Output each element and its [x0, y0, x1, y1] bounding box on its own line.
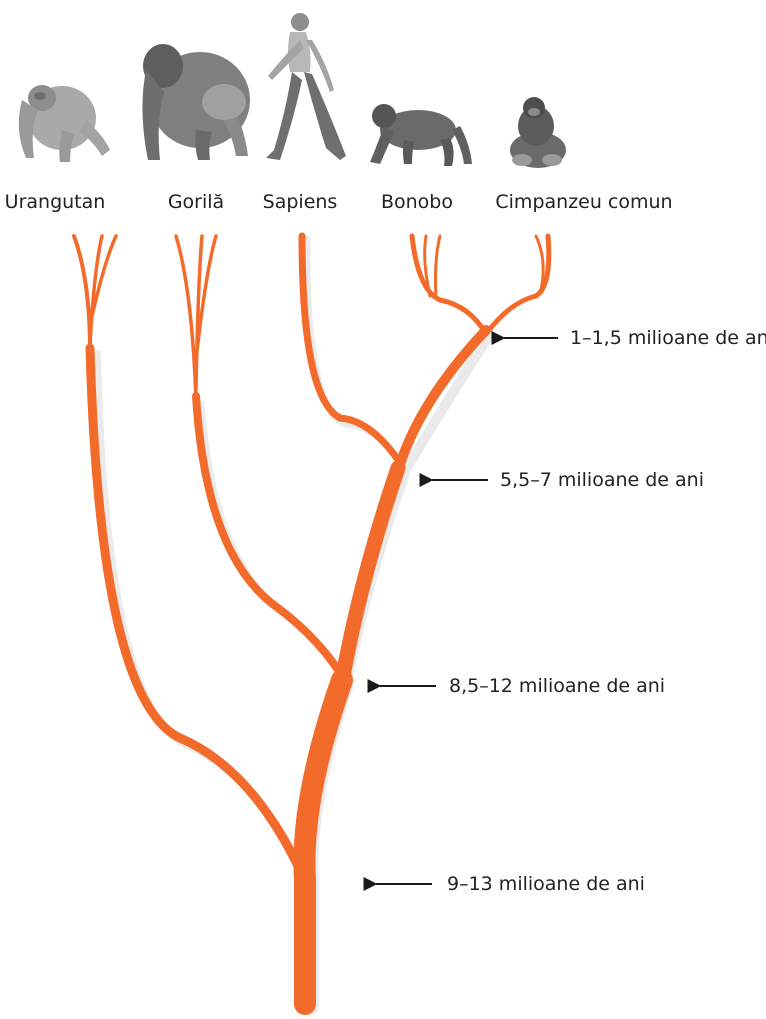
branch-gorila-tip-1: [176, 236, 196, 400]
branch-gorila: [196, 396, 342, 676]
orangutan-illustration: [19, 85, 110, 162]
gorilla-illustration: [142, 44, 250, 160]
branch-urangutan-tip-2: [90, 236, 102, 345]
species-label-bonobo: Bonobo: [381, 191, 453, 213]
branch-urangutan-tip-1: [74, 236, 90, 350]
chimpanzee-illustration: [510, 97, 566, 168]
tree-trunk-upper: [342, 468, 398, 682]
divergence-label-sapiens-pan: 5,5–7 milioane de ani: [500, 469, 704, 491]
species-label-sapiens: Sapiens: [263, 191, 338, 213]
bonobo-illustration: [370, 104, 472, 166]
branch-cimpanzeu-tip: [536, 236, 543, 294]
species-label-gorila: Gorilă: [168, 191, 224, 213]
branch-bonobo: [412, 236, 486, 334]
divergence-label-urangutan-hominidae: 9–13 milioane de ani: [447, 873, 645, 895]
divergence-label-gorila-hominini: 8,5–12 milioane de ani: [449, 675, 665, 697]
tree-trunk: [304, 680, 342, 1004]
branch-cimpanzeu: [486, 236, 549, 334]
species-label-urangutan: Urangutan: [5, 191, 106, 213]
human-illustration: [266, 13, 346, 160]
divergence-label-bonobo-cimpanzeu: 1–1,5 milioane de ani: [570, 327, 766, 349]
branch-bonobo-tip-2: [436, 236, 441, 298]
branch-pan: [398, 330, 486, 470]
species-label-cimpanzeu: Cimpanzeu comun: [495, 191, 672, 213]
